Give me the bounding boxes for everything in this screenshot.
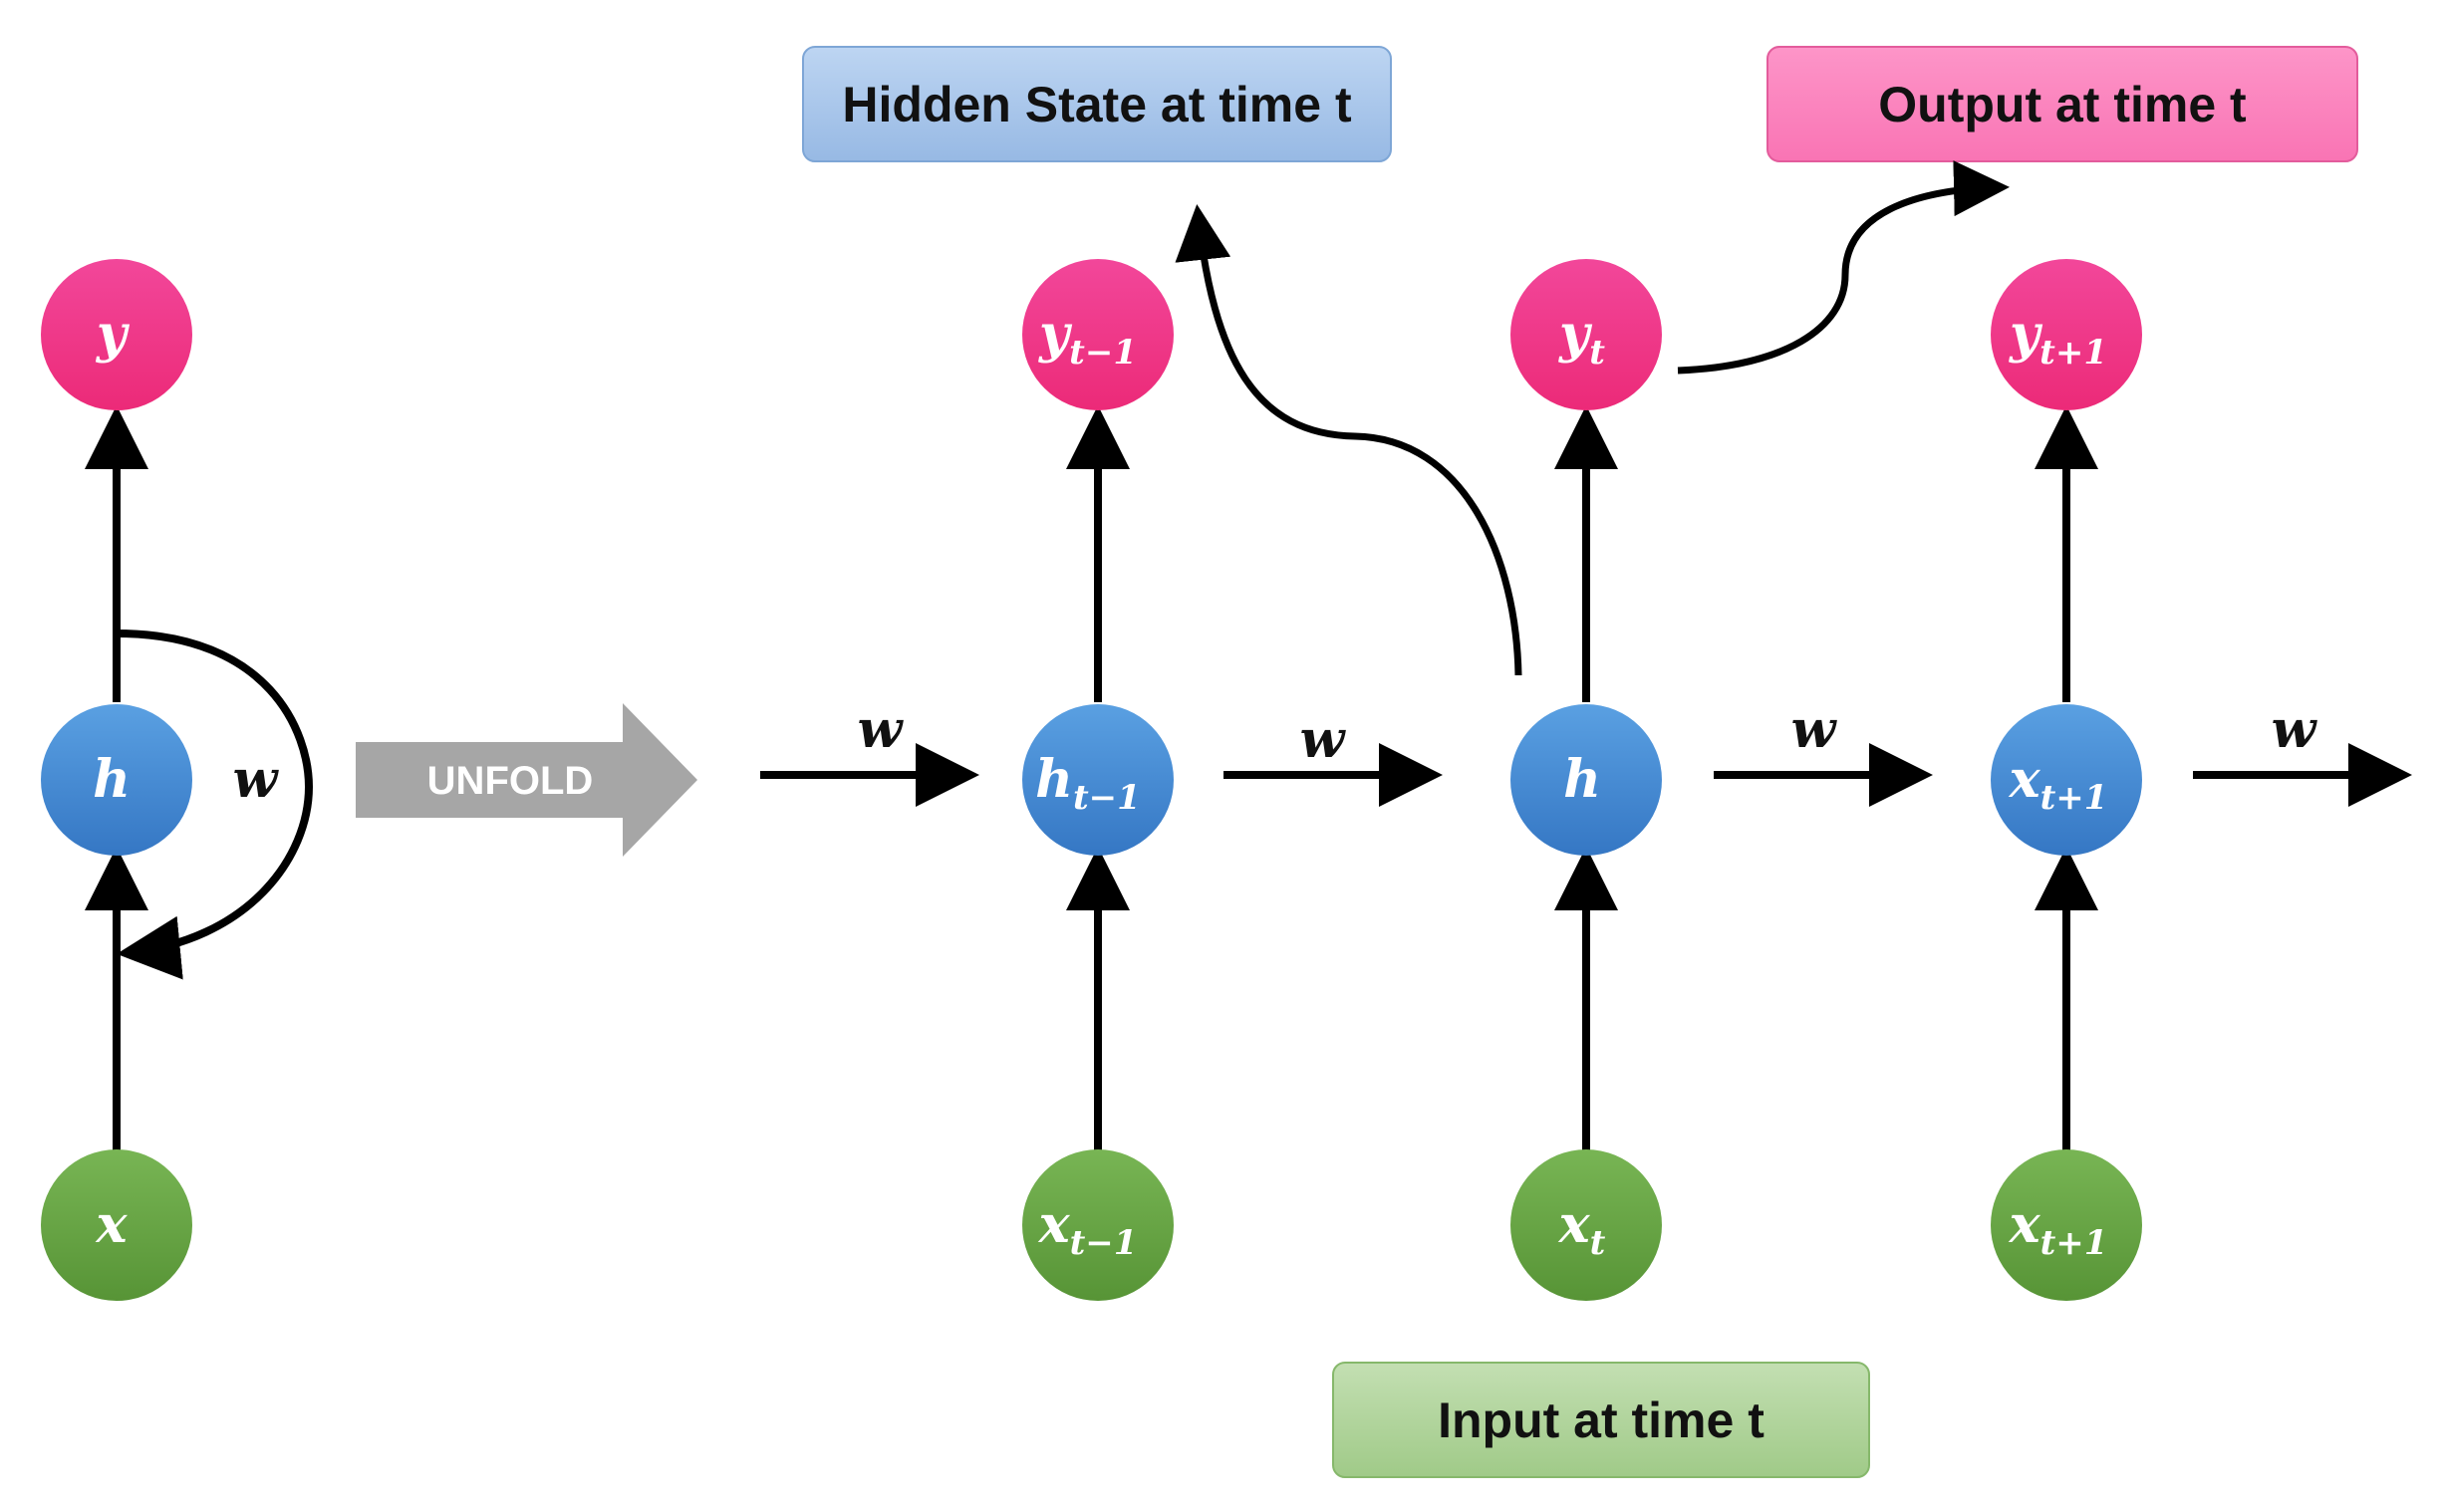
folded-hidden-node: h [41,704,192,856]
hidden-state-label: Hidden State at time t [842,77,1352,132]
step2-hidden-label: h [1563,749,1601,810]
weight-label-1: w [858,699,905,760]
output-box [1766,46,2358,162]
step2-input-node: xt [1510,1149,1662,1301]
weight-label-3: w [1791,699,1838,760]
unrolled-vertical-arrows [1066,405,2098,1150]
output-pointer [1677,160,2010,375]
folded-output-node: y [41,259,192,410]
folded-output-label: y [96,304,131,365]
folded-weight-label: w [233,749,280,810]
output-callout: Output at time t [1766,46,2358,162]
step3-output-node: yt+1 [1991,259,2142,410]
step3-output-label: yt+1 [2009,304,2107,373]
input-label: Input at time t [1438,1392,1765,1448]
weight-label-4: w [2272,699,2318,760]
input-box [1332,1362,1870,1478]
step2-output-node: yt [1510,259,1662,410]
folded-input-label: x [95,1194,128,1255]
hidden-state-callout: Hidden State at time t [802,46,1392,162]
folded-input-node: x [41,1149,192,1301]
step3-hidden-node: xt+1 [1991,704,2142,856]
step1-output-node: yt−1 [1022,259,1174,410]
unfold-arrow-shape [356,703,697,857]
step1-input-node: xt−1 [1022,1149,1174,1301]
step1-hidden-label: ht−1 [1035,749,1141,818]
weight-label-2: w [1300,709,1347,770]
folded-hidden-label: h [93,749,131,810]
hidden-state-box [802,46,1392,162]
step2-input-label: xt [1558,1194,1606,1263]
folded-connectors [85,405,314,1150]
unfold-label: UNFOLD [427,759,594,803]
step2-output-label: yt [1558,304,1605,373]
step3-input-label: xt+1 [2009,1194,2108,1263]
output-label: Output at time t [1878,77,2247,132]
step2-hidden-node: h [1510,704,1662,856]
step1-input-label: xt−1 [1038,1194,1138,1263]
step1-output-label: yt−1 [1038,304,1137,373]
step3-input-node: xt+1 [1991,1149,2142,1301]
input-callout: Input at time t [1332,1362,1870,1478]
step3-hidden-label: xt+1 [2009,749,2108,818]
hidden-state-pointer [1175,204,1522,676]
callout-arrows [1175,160,2010,676]
folded-recurrent-loop [116,630,314,980]
step1-hidden-node: ht−1 [1022,704,1174,856]
unfold-arrow: UNFOLD [356,703,697,857]
